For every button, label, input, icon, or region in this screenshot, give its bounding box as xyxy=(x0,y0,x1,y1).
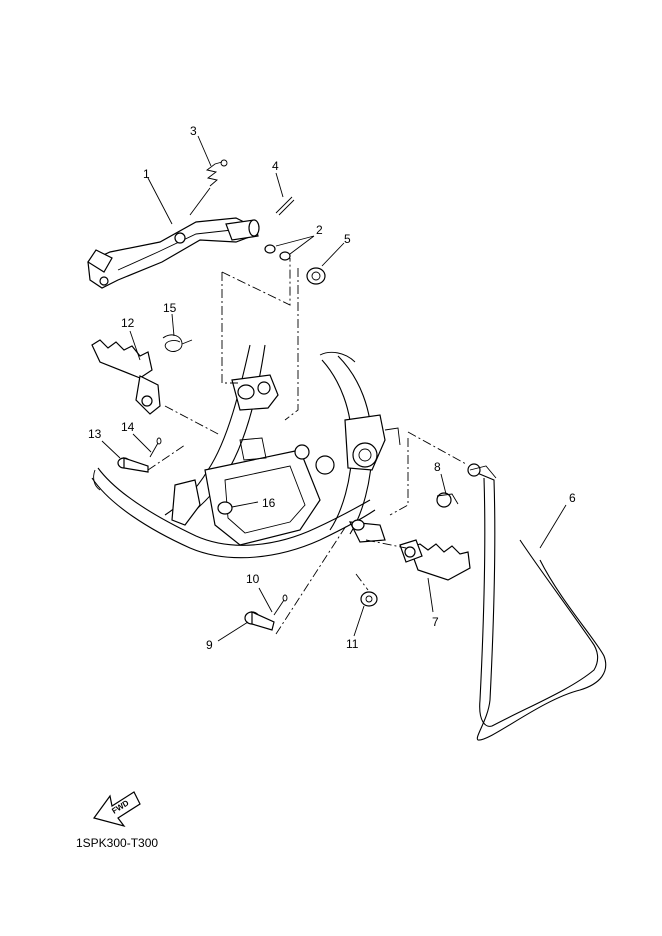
pin-9 xyxy=(244,611,275,631)
callout-14: 14 xyxy=(121,420,135,434)
callout-13: 13 xyxy=(88,427,102,441)
callout-15: 15 xyxy=(163,301,177,315)
fwd-arrow-icon: FWD xyxy=(93,791,141,828)
footrest-left xyxy=(91,339,161,415)
washer-5 xyxy=(306,267,326,285)
footrest-right xyxy=(399,539,471,581)
brake-pedal xyxy=(87,217,260,289)
leader-lines xyxy=(101,135,567,642)
diagram-code: 1SPK300-T300 xyxy=(76,836,159,850)
callout-6: 6 xyxy=(569,491,576,505)
frame xyxy=(91,344,401,559)
callout-8: 8 xyxy=(434,460,441,474)
plug-16 xyxy=(217,501,233,515)
callout-4: 4 xyxy=(272,159,279,173)
cotter-pin-14 xyxy=(149,437,162,458)
collar-11 xyxy=(360,591,378,607)
callout-3: 3 xyxy=(190,124,197,138)
callouts: 1 2 3 4 5 6 7 8 9 10 11 12 13 14 15 16 xyxy=(88,124,576,652)
cotter-pin-10 xyxy=(273,594,288,616)
spring-clip-8 xyxy=(436,492,459,508)
callout-7: 7 xyxy=(432,615,439,629)
cotter-pin-4 xyxy=(275,196,295,216)
spring xyxy=(189,159,228,216)
callout-2: 2 xyxy=(316,223,323,237)
alignment-lines xyxy=(147,258,467,635)
callout-10: 10 xyxy=(246,572,260,586)
callout-9: 9 xyxy=(206,638,213,652)
callout-11: 11 xyxy=(346,637,359,651)
callout-5: 5 xyxy=(344,232,351,246)
callout-12: 12 xyxy=(121,316,135,330)
o-rings xyxy=(264,244,291,261)
pin-13 xyxy=(117,457,149,473)
spring-15 xyxy=(162,334,193,352)
side-stand xyxy=(467,463,607,741)
callout-1: 1 xyxy=(143,167,150,181)
callout-16: 16 xyxy=(262,496,276,510)
